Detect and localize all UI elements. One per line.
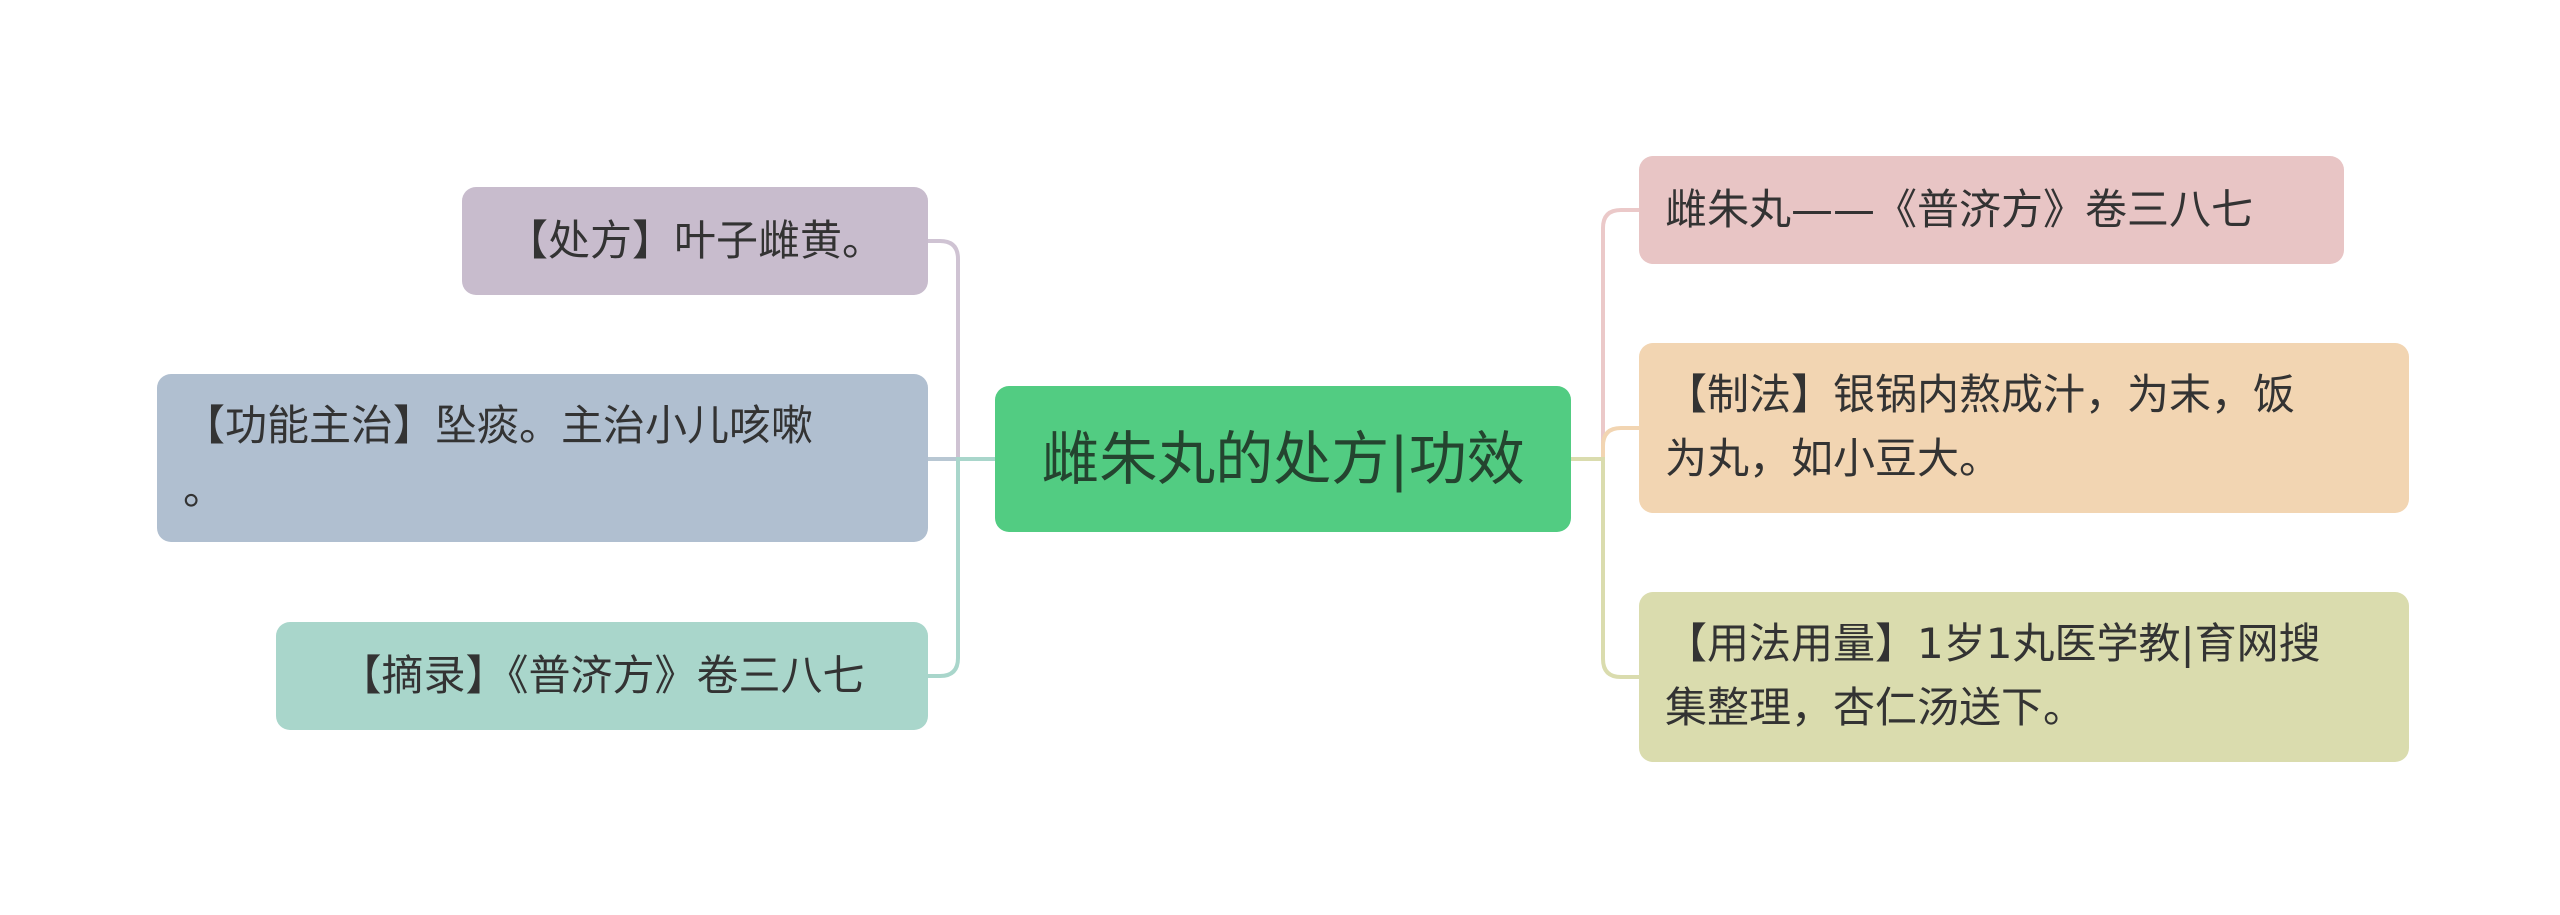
node-preparation-label: 【制法】银锅内熬成汁，为末，饭 为丸，如小豆大。 (1665, 370, 2296, 483)
node-source[interactable]: 雌朱丸——《普济方》卷三八七 (1639, 156, 2344, 264)
connector-prescription (926, 239, 997, 461)
connector-source (1569, 208, 1641, 461)
central-topic-label: 雌朱丸的处方|功效 (1041, 425, 1525, 493)
connector-preparation (1569, 426, 1641, 461)
central-topic[interactable]: 雌朱丸的处方|功效 (995, 386, 1571, 532)
node-excerpt[interactable]: 【摘录】《普济方》卷三八七 (276, 622, 928, 730)
node-preparation[interactable]: 【制法】银锅内熬成汁，为末，饭 为丸，如小豆大。 (1639, 343, 2409, 513)
node-usage[interactable]: 【用法用量】1岁1丸医学教|育网搜 集整理，杏仁汤送下。 (1639, 592, 2409, 762)
node-prescription[interactable]: 【处方】叶子雌黄。 (462, 187, 928, 295)
connector-excerpt (926, 457, 997, 678)
node-prescription-label: 【处方】叶子雌黄。 (505, 216, 884, 265)
node-source-label: 雌朱丸——《普济方》卷三八七 (1665, 185, 2254, 234)
node-excerpt-label: 【摘录】《普济方》卷三八七 (339, 651, 865, 700)
node-function[interactable]: 【功能主治】坠痰。主治小儿咳嗽 。 (157, 374, 928, 542)
node-function-label: 【功能主治】坠痰。主治小儿咳嗽 。 (183, 401, 814, 514)
connector-usage (1569, 457, 1641, 679)
node-usage-label: 【用法用量】1岁1丸医学教|育网搜 集整理，杏仁汤送下。 (1665, 619, 2321, 732)
